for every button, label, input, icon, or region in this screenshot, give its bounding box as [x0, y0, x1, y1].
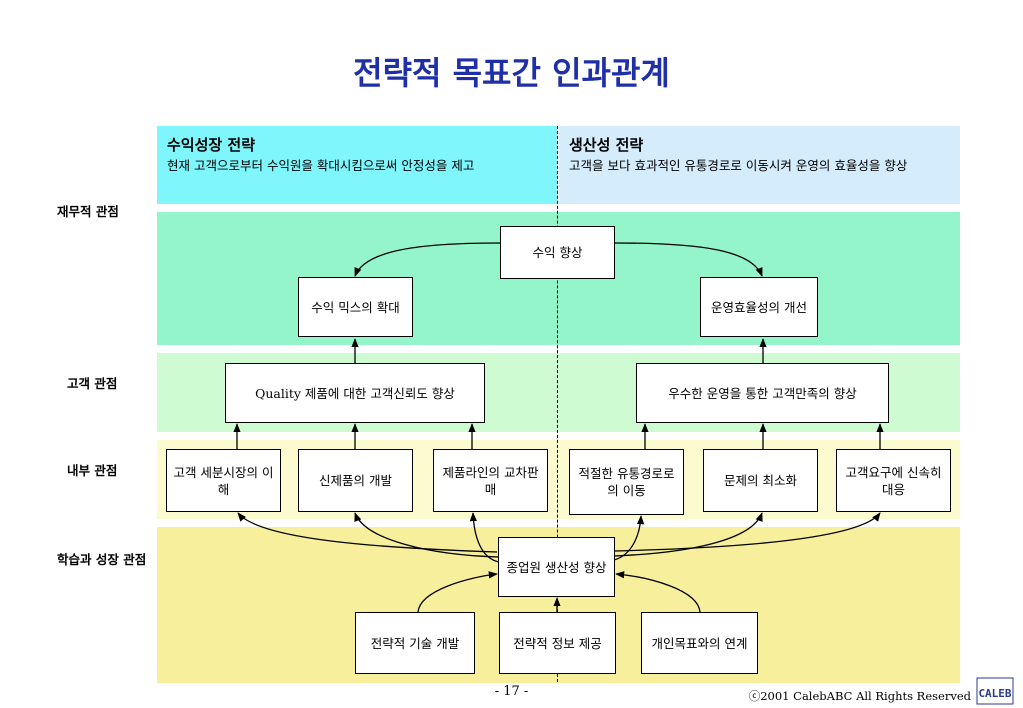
- rapid-response-box: 고객요구에 신속히 대응: [836, 449, 951, 512]
- revenue-growth-strategy-description: 현재 고객으로부터 수익원을 확대시킴으로써 안정성을 제고: [167, 158, 475, 173]
- arrow-employee-to-newproduct: [354, 512, 500, 558]
- caleb-logo-text: CALEB: [978, 687, 1011, 700]
- arrow-tech-to-employee: [417, 571, 498, 613]
- operations-satisfaction-box: 우수한 운영을 통한 고객만족의 향상: [636, 363, 889, 423]
- employee-productivity-box: 종업원 생산성 향상: [498, 537, 615, 597]
- internal-perspective-band: [157, 440, 960, 519]
- channel-shift-box: 적절한 유통경로로의 이동: [569, 449, 684, 515]
- customer-perspective-label: 고객 관점: [67, 376, 118, 391]
- page-number: - 17 -: [494, 684, 529, 699]
- learning-growth-perspective-label: 학습과 성장 관점: [57, 552, 147, 567]
- tech-skills-box: 전략적 기술 개발: [355, 612, 475, 674]
- page-title: 전략적 목표간 인과관계: [353, 54, 670, 92]
- cross-selling-box: 제품라인의 교차판매: [433, 449, 548, 512]
- arrow-employee-to-crosssell: [469, 512, 500, 563]
- info-provision-box: 전략적 정보 제공: [499, 612, 616, 674]
- arrow-revenue-to-mix: [354, 242, 501, 277]
- quality-trust-box: Quality 제품에 대한 고객신뢰도 향상: [225, 363, 485, 423]
- revenue-growth-box: 수익 향상: [500, 226, 615, 279]
- arrow-goal-to-employee: [615, 571, 701, 613]
- arrow-employee-to-segment: [237, 512, 498, 553]
- caleb-logo-icon: CALEB: [976, 677, 1014, 705]
- operating-efficiency-box: 운영효율성의 개선: [700, 277, 818, 337]
- strategy-divider-line: [557, 126, 558, 682]
- arrow-revenue-to-efficiency: [614, 242, 763, 277]
- arrow-employee-to-problems: [613, 512, 763, 557]
- goal-alignment-box: 개인목표와의 연계: [641, 612, 758, 674]
- arrow-employee-to-channel: [613, 515, 645, 561]
- productivity-strategy-description: 고객을 보다 효과적인 유통경로로 이동시켜 운영의 효율성을 향상: [569, 158, 908, 173]
- revenue-mix-box: 수익 믹스의 확대: [298, 277, 413, 337]
- new-product-box: 신제품의 개발: [298, 449, 413, 512]
- financial-perspective-label: 재무적 관점: [57, 204, 119, 219]
- segment-understanding-box: 고객 세분시장의 이해: [166, 449, 281, 512]
- revenue-growth-strategy-heading: 수익성장 전략: [167, 136, 256, 154]
- revenue-growth-strategy-panel: 수익성장 전략 현재 고객으로부터 수익원을 확대시킴으로써 안정성을 제고: [157, 126, 557, 204]
- productivity-strategy-heading: 생산성 전략: [569, 136, 644, 154]
- arrow-employee-to-response: [613, 512, 881, 552]
- internal-perspective-label: 내부 관점: [67, 463, 118, 478]
- productivity-strategy-panel: 생산성 전략 고객을 보다 효과적인 유통경로로 이동시켜 운영의 효율성을 향…: [559, 126, 960, 204]
- minimize-problems-box: 문제의 최소화: [703, 449, 818, 512]
- copyright-notice: ⓒ2001 CalebABC All Rights Reserved: [748, 689, 971, 703]
